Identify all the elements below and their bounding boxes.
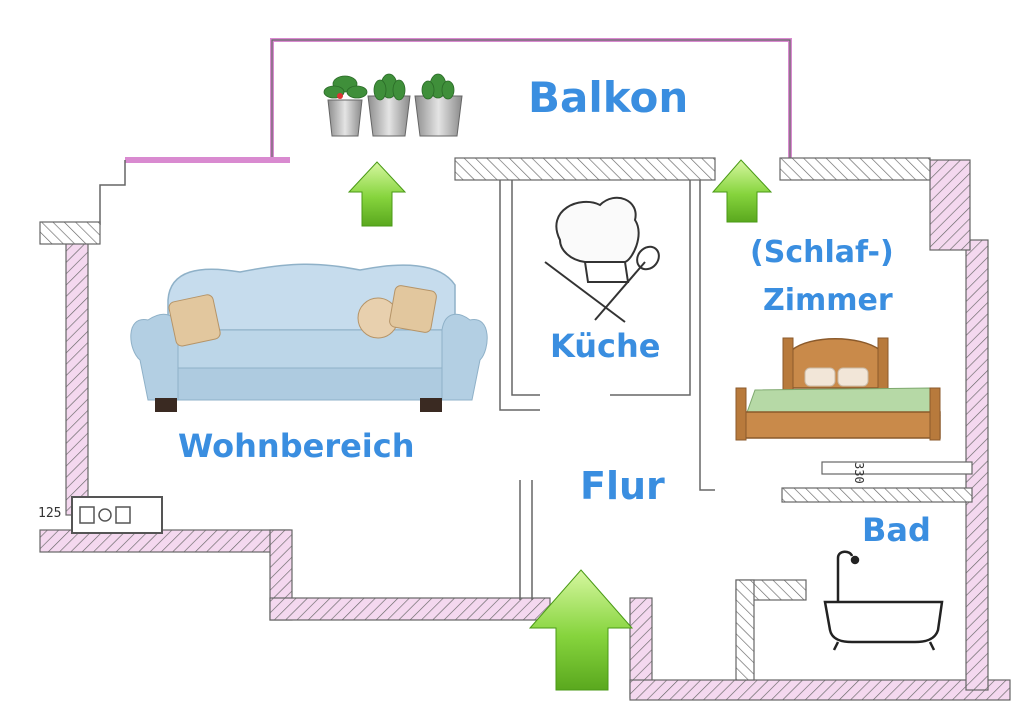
plant-pots-icon — [323, 73, 463, 137]
bed-icon — [735, 337, 941, 441]
room-label-schlafzimmer-line1: (Schlaf-) — [750, 235, 894, 270]
chef-hat-icon — [544, 196, 660, 323]
room-label-balkon: Balkon — [528, 73, 689, 122]
dimension-left-wall: 125 — [38, 506, 62, 521]
sofa-icon — [130, 263, 488, 412]
bathtub-icon — [823, 550, 944, 651]
room-label-wohnbereich: Wohnbereich — [178, 427, 415, 465]
room-label-kueche: Küche — [550, 327, 661, 365]
walls — [39, 38, 1011, 701]
room-label-flur: Flur — [580, 464, 665, 508]
dimension-bath-wall: 330 — [852, 462, 866, 484]
arrow-up-icon — [528, 569, 634, 691]
arrow-up-icon — [347, 161, 407, 227]
arrow-up-icon — [711, 159, 773, 223]
room-label-schlafzimmer-line2: Zimmer — [763, 283, 893, 318]
room-label-bad: Bad — [862, 511, 931, 549]
